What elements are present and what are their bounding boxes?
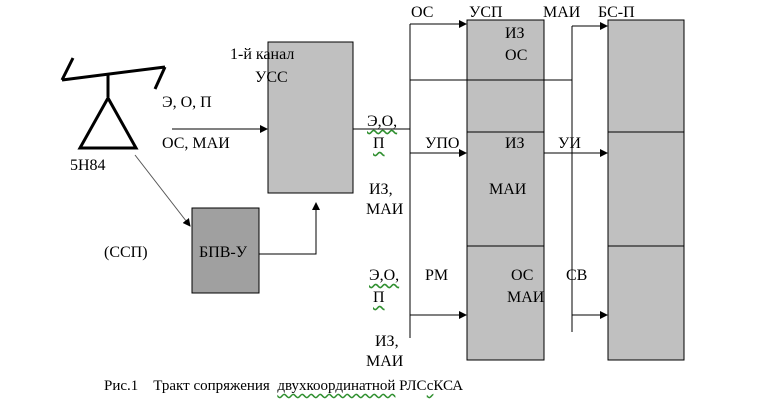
mai-header: МАИ — [543, 4, 581, 21]
channel-box — [267, 41, 354, 194]
usp-r2-line1: ИЗ — [505, 135, 525, 152]
antenna-label: 5Н84 — [70, 157, 106, 174]
input-signals-2: ОС, МАИ — [162, 135, 230, 152]
iz-label-1: ИЗ, — [369, 181, 393, 198]
upo-label: УПО — [425, 135, 460, 152]
os-header: ОС — [411, 4, 434, 21]
lower-iz-1: ИЗ, — [375, 333, 399, 350]
bs-header: БС-П — [598, 4, 635, 21]
out-label-2: П — [373, 135, 385, 152]
antenna-symbol — [60, 57, 167, 150]
ui-label: УИ — [558, 135, 581, 152]
iz-label-2: МАИ — [366, 201, 404, 218]
usp-r2-line2: МАИ — [489, 181, 527, 198]
ssp-label: (ССП) — [104, 244, 148, 261]
antenna-to-bpv-arrow — [134, 154, 191, 227]
caption-prefix: Рис.1 — [104, 378, 139, 394]
input-signals-1: Э, О, П — [162, 94, 212, 111]
out-label-1: Э,О, — [367, 113, 398, 130]
bpv-box — [191, 207, 260, 294]
rm-label: РМ — [425, 267, 449, 284]
sv-label: СВ — [566, 267, 588, 284]
figure-caption: Рис.1 Тракт сопряжения двухкоординатной … — [104, 378, 464, 394]
bpv-to-channel-arrow — [259, 202, 320, 255]
usp-r3-line2: МАИ — [507, 289, 545, 306]
lower-iz-2: МАИ — [366, 353, 404, 370]
usp-header: УСП — [469, 4, 503, 21]
bs-column — [607, 19, 685, 361]
lower-label-2: П — [373, 289, 385, 306]
usp-r1-line1: ИЗ — [505, 25, 525, 42]
channel-label-1: 1-й канал — [230, 46, 295, 63]
bpv-label: БПВ-У — [199, 244, 248, 261]
lower-label-1: Э,О, — [369, 267, 400, 284]
usp-r1-line2: ОС — [505, 47, 528, 64]
usp-r3-line1: ОС — [511, 267, 534, 284]
usp-column — [466, 19, 545, 361]
channel-label-2: УСС — [255, 69, 288, 86]
